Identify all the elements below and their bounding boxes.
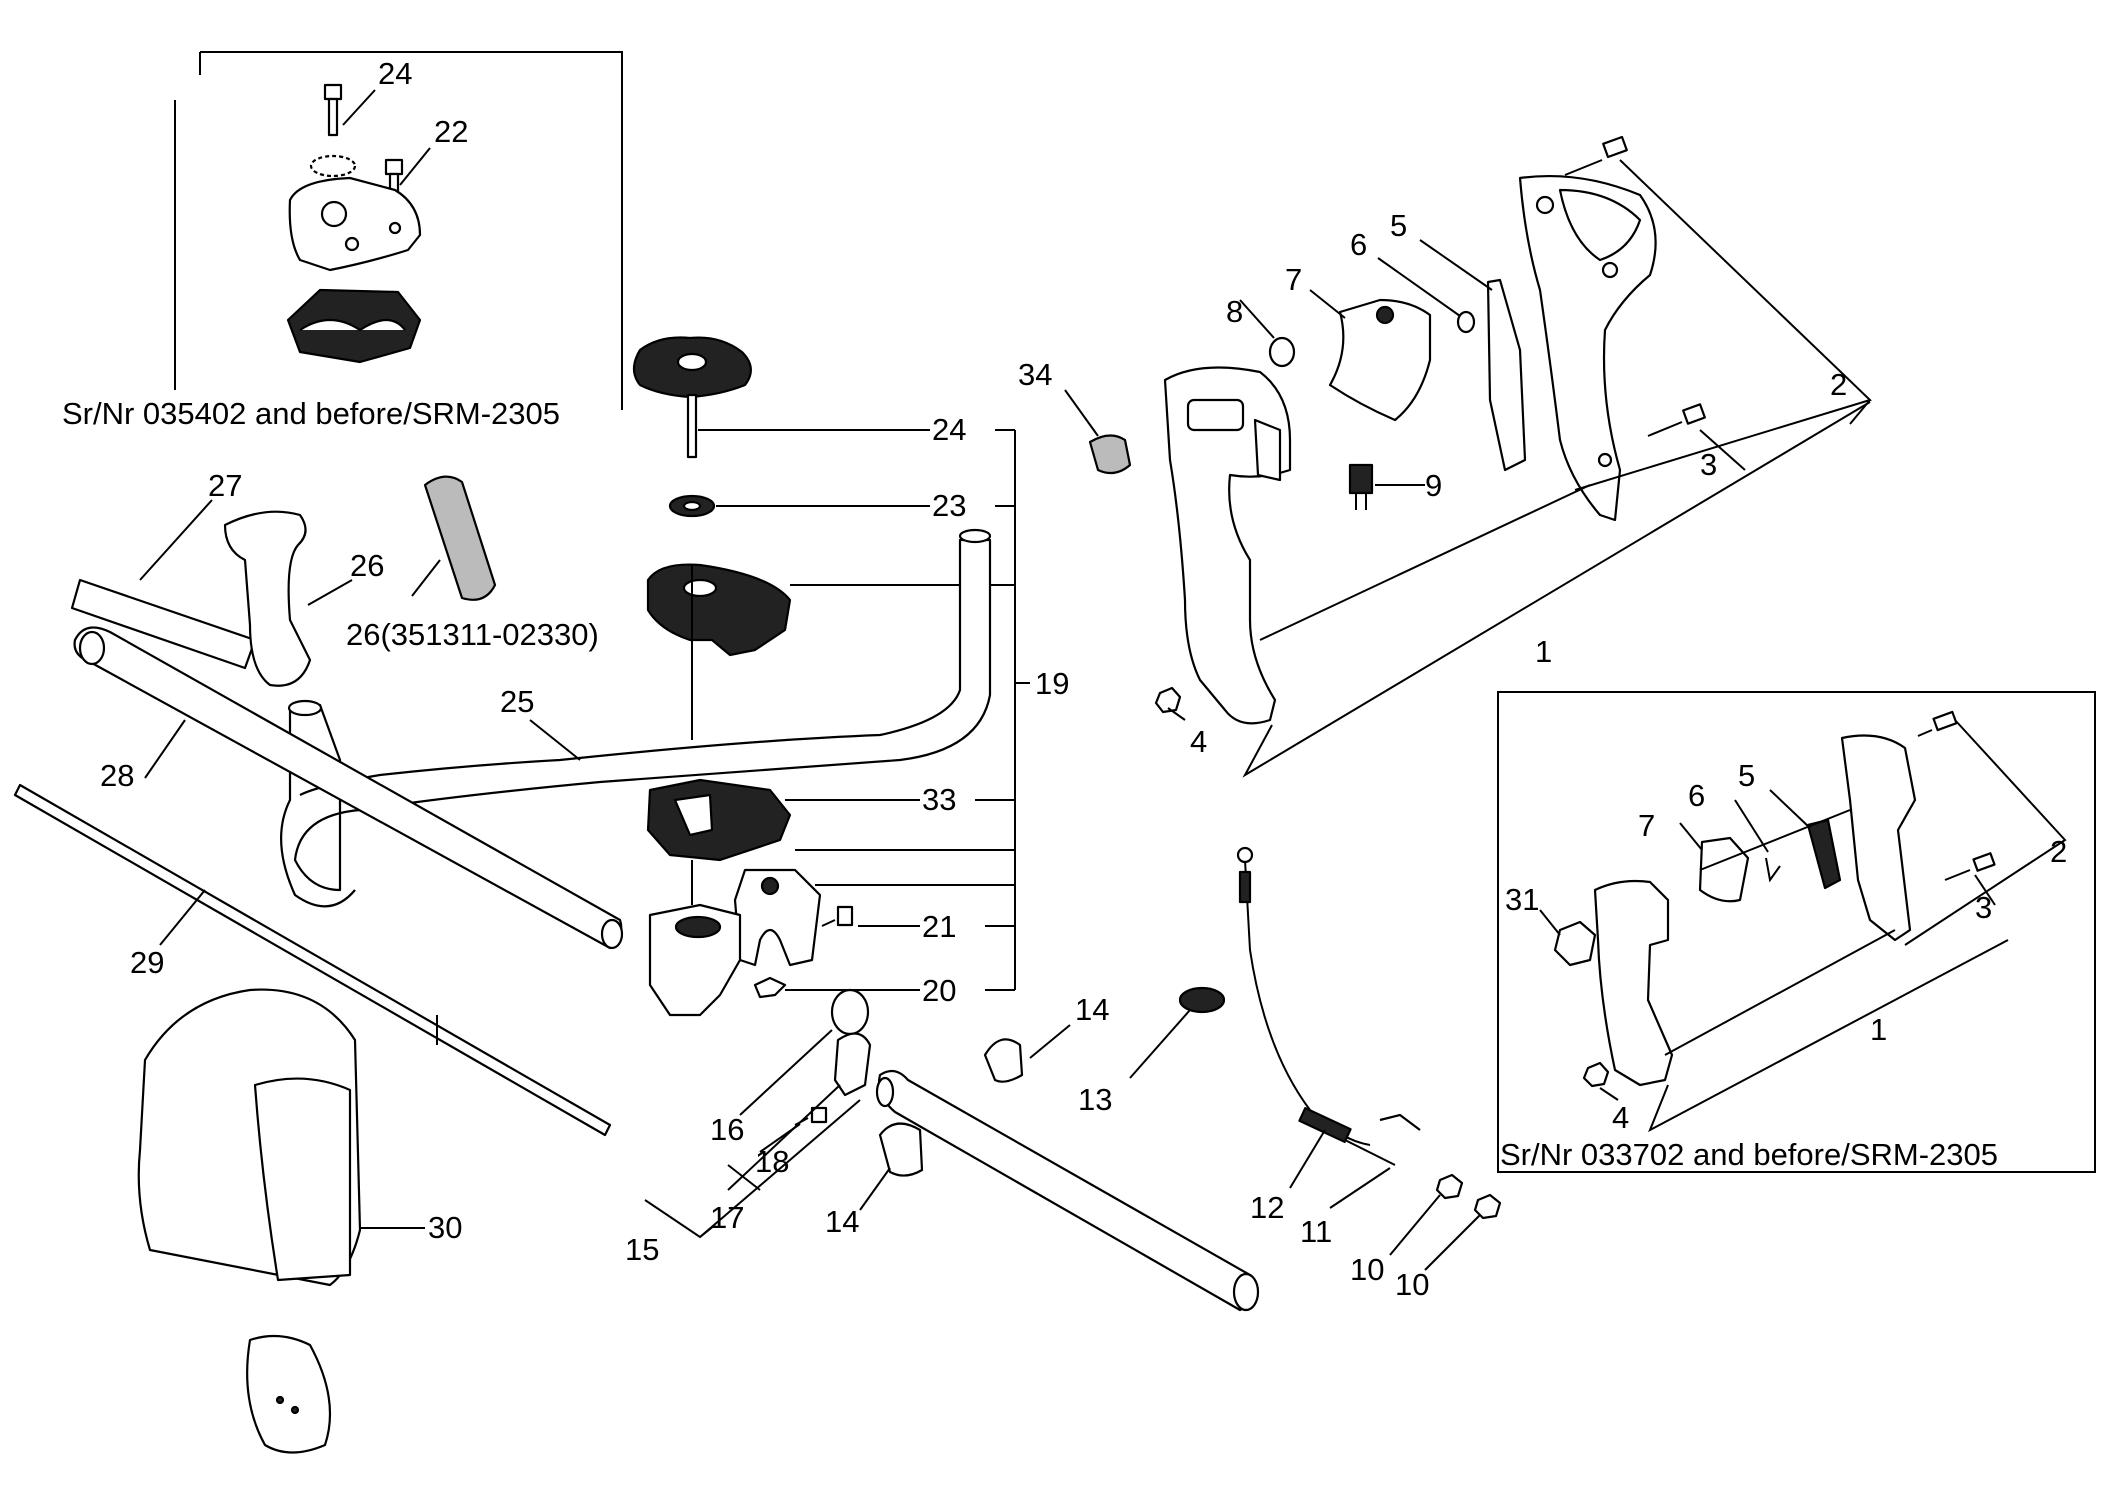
main-tube — [877, 1069, 1256, 1312]
part-label-22: 22 — [434, 114, 468, 149]
part-label-1: 1 — [1870, 1012, 1887, 1047]
nut-icon — [753, 976, 787, 999]
part-label-3: 3 — [1700, 447, 1717, 482]
throttle-cable — [1244, 859, 1371, 1146]
part-label-34: 34 — [1018, 357, 1052, 392]
safety-lever — [1486, 278, 1527, 472]
part-label-24: 24 — [932, 412, 966, 447]
throttle-trigger — [1328, 298, 1432, 422]
part-label-8: 8 — [1226, 294, 1243, 329]
inset-right-caption: Sr/Nr 033702 and before/SRM-2305 — [1500, 1137, 1998, 1172]
part-label-4: 4 — [1190, 724, 1207, 759]
drive-shaft — [13, 783, 612, 1137]
handlebar-and-shaft: 27 26 26(351311-02330) 25 28 29 — [13, 468, 992, 1137]
decal-strip — [70, 578, 257, 670]
part-label-15: 15 — [625, 1232, 659, 1267]
part-label-18: 18 — [755, 1144, 789, 1179]
clamp-upper-block — [646, 778, 792, 862]
harness-hip-pad — [246, 1334, 332, 1454]
cable-clamp — [878, 1122, 924, 1177]
nut-icon — [1154, 686, 1182, 714]
part-label-7: 7 — [1285, 262, 1302, 297]
inset-top-left: Sr/Nr 035402 and before/SRM-2305 24 22 — [62, 51, 623, 431]
grip-handle — [223, 510, 312, 687]
part-label-14: 14 — [1075, 992, 1109, 1027]
part-label-2: 2 — [2050, 834, 2067, 869]
part-label-5: 5 — [1390, 208, 1407, 243]
screw-icon — [821, 905, 854, 927]
bolt-icon — [323, 83, 343, 137]
torsion-spring-icon — [1765, 857, 1781, 883]
cable-clamp — [983, 1038, 1024, 1083]
harness-pad — [253, 1077, 352, 1282]
spring-icon — [1268, 336, 1296, 368]
nut-icon — [1435, 1173, 1464, 1200]
washer-icon — [309, 154, 357, 178]
screw-icon — [1564, 135, 1628, 176]
nut-icon — [1473, 1193, 1502, 1220]
part-label-26-alt: 26(351311-02330) — [346, 617, 599, 652]
part-label-31: 31 — [1505, 882, 1539, 917]
part-label-27: 27 — [208, 468, 242, 503]
part-label-6: 6 — [1688, 778, 1705, 813]
part-label-10: 10 — [1395, 1267, 1429, 1302]
screw-icon — [1944, 852, 1996, 881]
handle-housing-inset — [1593, 879, 1674, 1087]
throttle-trigger — [1698, 836, 1750, 903]
grip-sleeve — [423, 475, 497, 601]
screw-icon — [1917, 710, 1958, 737]
cable-adjuster — [1298, 1106, 1421, 1166]
part-label-17: 17 — [710, 1200, 744, 1235]
safety-lever — [1806, 818, 1842, 890]
clamp-half-right — [733, 868, 822, 967]
part-label-33: 33 — [922, 782, 956, 817]
part-label-11: 11 — [1300, 1214, 1332, 1249]
inset-bottom-right: 5 6 7 2 3 31 1 4 Sr/Nr 033702 and before… — [1497, 691, 2096, 1173]
part-label-13: 13 — [1078, 1082, 1112, 1117]
clamp-cover-plate — [288, 176, 422, 272]
handle-cover-inset — [1840, 734, 1917, 942]
part-label-26: 26 — [350, 548, 384, 583]
clamp-ring — [830, 988, 870, 1036]
inset-top-caption: Sr/Nr 035402 and before/SRM-2305 — [62, 396, 560, 431]
button-cover — [1088, 434, 1132, 475]
part-label-7: 7 — [1638, 808, 1655, 843]
part-label-2: 2 — [1830, 367, 1847, 402]
part-label-4: 4 — [1612, 1100, 1629, 1135]
part-label-30: 30 — [428, 1210, 462, 1245]
part-label-5: 5 — [1738, 758, 1755, 793]
clamp-stack: 24 23 19 33 21 20 — [632, 336, 1069, 1017]
handlebar-tube — [280, 538, 992, 908]
part-label-1: 1 — [1535, 634, 1552, 669]
screw-icon — [1647, 403, 1706, 437]
part-label-16: 16 — [710, 1112, 744, 1147]
torsion-spring-icon — [1456, 310, 1476, 334]
part-label-23: 23 — [932, 488, 966, 523]
part-label-19: 19 — [1035, 666, 1069, 701]
part-label-6: 6 — [1350, 227, 1367, 262]
part-label-9: 9 — [1425, 468, 1442, 503]
part-label-29: 29 — [130, 945, 164, 980]
part-label-28: 28 — [100, 758, 134, 793]
part-label-25: 25 — [500, 684, 534, 719]
part-label-12: 12 — [1250, 1190, 1284, 1225]
part-label-14: 14 — [825, 1204, 859, 1239]
part-label-24: 24 — [378, 56, 412, 91]
part-label-10: 10 — [1350, 1252, 1384, 1287]
stop-switch-icon — [1348, 463, 1374, 510]
part-label-20: 20 — [922, 973, 956, 1008]
lower-parts: 14 13 16 18 17 15 14 12 11 10 10 30 — [137, 846, 1502, 1454]
handle-assembly: 2 3 1 4 5 6 7 8 9 34 — [1018, 135, 1872, 778]
plug-icon — [1553, 920, 1597, 967]
grommet-icon — [1178, 986, 1226, 1014]
part-label-21: 21 — [922, 909, 956, 944]
handle-cover-half — [1518, 174, 1657, 522]
tube-clamp — [833, 1032, 872, 1097]
nut-icon — [1582, 1061, 1610, 1088]
part-label-3: 3 — [1975, 890, 1992, 925]
clamp-cover — [646, 563, 792, 657]
